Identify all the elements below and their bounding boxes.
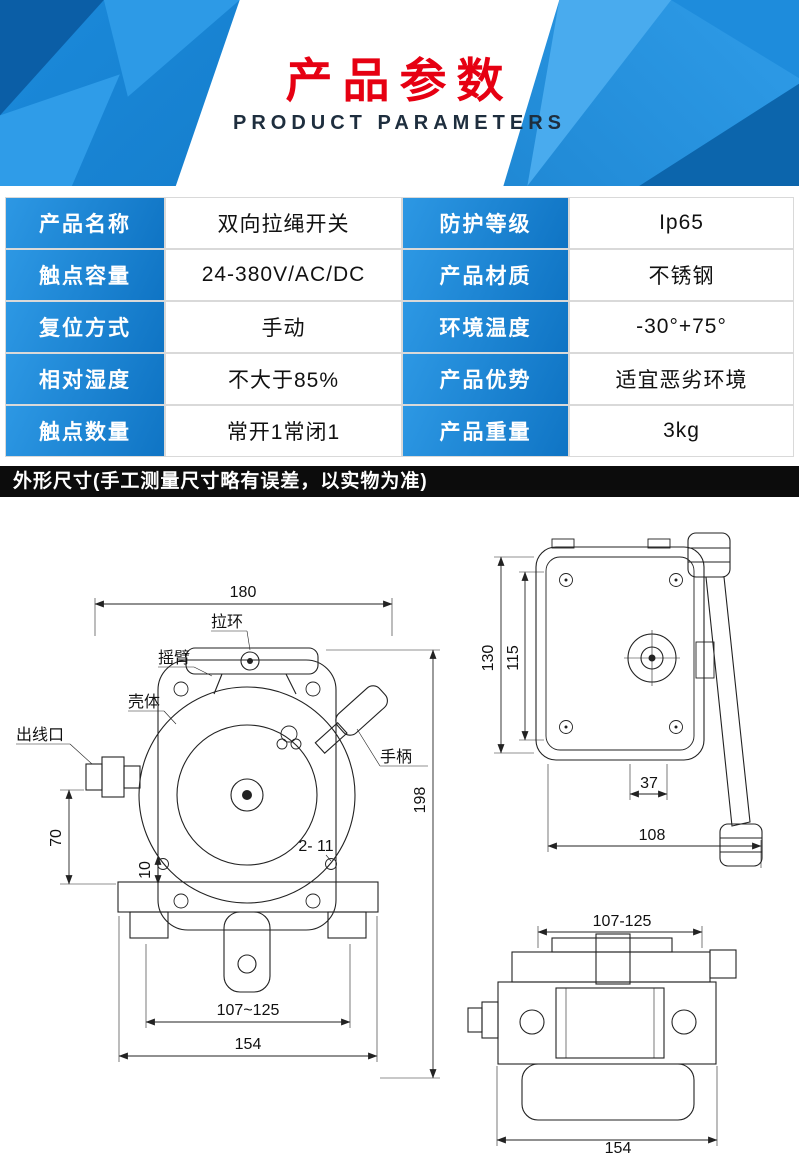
param-label-contact-capacity: 触点容量 bbox=[6, 250, 164, 300]
param-label-weight: 产品重量 bbox=[403, 406, 568, 456]
label-outlet: 出线口 bbox=[16, 726, 64, 744]
param-value-contact-capacity: 24-380V/AC/DC bbox=[166, 250, 401, 300]
label-handle: 手柄 bbox=[380, 748, 412, 766]
param-label-material: 产品材质 bbox=[403, 250, 568, 300]
parameter-table: 产品名称 双向拉绳开关 防护等级 Ip65 触点容量 24-380V/AC/DC… bbox=[5, 197, 794, 457]
dim-front-left: 70 bbox=[48, 829, 65, 847]
side-dimensions: 130 115 37 108 bbox=[480, 556, 762, 868]
mounting-base-shape bbox=[117, 858, 379, 993]
param-value-weight: 3kg bbox=[570, 406, 793, 456]
page-title: 产品参数 bbox=[285, 54, 514, 107]
dim-front-height: 198 bbox=[412, 787, 429, 814]
param-value-advantage: 适宜恶劣环境 bbox=[570, 354, 793, 404]
front-part-labels: 拉环 摇臂 壳体 出线口 手柄 bbox=[16, 613, 428, 767]
dim-front-base: 154 bbox=[235, 1036, 262, 1053]
cable-gland-shape bbox=[85, 756, 141, 798]
dim-side-offset: 37 bbox=[640, 775, 658, 792]
param-value-contact-count: 常开1常闭1 bbox=[166, 406, 401, 456]
dim-side-height-inner: 115 bbox=[505, 645, 522, 671]
param-label-protection-level: 防护等级 bbox=[403, 198, 568, 248]
param-value-ambient-temp: -30°+75° bbox=[570, 302, 793, 352]
param-label-contact-count: 触点数量 bbox=[6, 406, 164, 456]
param-value-humidity: 不大于85% bbox=[166, 354, 401, 404]
param-value-product-name: 双向拉绳开关 bbox=[166, 198, 401, 248]
lever-arm-shape bbox=[687, 532, 763, 867]
param-label-humidity: 相对湿度 bbox=[6, 354, 164, 404]
dim-side-height-outer: 130 bbox=[480, 645, 497, 672]
technical-drawings: 180 198 70 10 107~125 bbox=[0, 498, 799, 1154]
page-subtitle: PRODUCT PARAMETERS bbox=[233, 112, 566, 134]
label-pull-ring: 拉环 bbox=[211, 613, 243, 631]
bottom-dimensions: 107-125 154 bbox=[496, 913, 718, 1154]
param-label-product-name: 产品名称 bbox=[6, 198, 164, 248]
param-value-reset-mode: 手动 bbox=[166, 302, 401, 352]
header-banner: 产品参数 PRODUCT PARAMETERS bbox=[0, 0, 799, 186]
handle-shape bbox=[314, 685, 388, 754]
dim-front-width: 180 bbox=[230, 584, 257, 601]
dim-front-small: 10 bbox=[137, 861, 154, 879]
front-view-drawing: 180 198 70 10 107~125 bbox=[16, 584, 440, 1079]
dimensions-section-title: 外形尺寸(手工测量尺寸略有误差，以实物为准) bbox=[0, 466, 799, 497]
bottom-view-drawing: 107-125 154 bbox=[467, 913, 737, 1154]
param-label-ambient-temp: 环境温度 bbox=[403, 302, 568, 352]
param-label-reset-mode: 复位方式 bbox=[6, 302, 164, 352]
rocker-arm-shape bbox=[185, 647, 319, 695]
dim-front-hole-span: 107~125 bbox=[217, 1002, 280, 1019]
dim-bottom-width: 154 bbox=[605, 1140, 632, 1154]
param-label-advantage: 产品优势 bbox=[403, 354, 568, 404]
label-rocker-arm: 摇臂 bbox=[158, 649, 190, 667]
dim-side-depth: 108 bbox=[639, 827, 666, 844]
label-housing: 壳体 bbox=[128, 693, 160, 711]
dim-front-holes: 2- 11 bbox=[298, 838, 333, 855]
side-view-drawing: 130 115 37 108 bbox=[480, 532, 763, 868]
dim-bottom-hole-span: 107-125 bbox=[593, 913, 652, 930]
param-value-protection-level: Ip65 bbox=[570, 198, 793, 248]
param-value-material: 不锈钢 bbox=[570, 250, 793, 300]
front-dimensions: 180 198 70 10 107~125 bbox=[48, 584, 440, 1079]
